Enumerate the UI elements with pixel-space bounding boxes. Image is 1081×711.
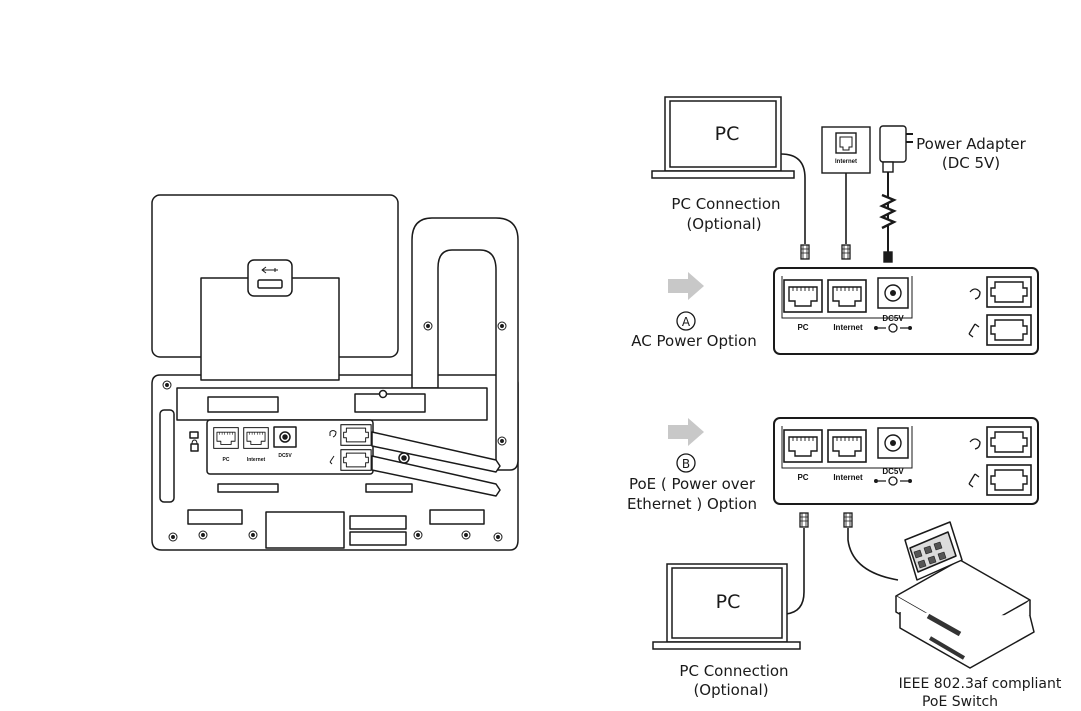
ac-internet-port bbox=[827, 279, 867, 313]
ac-headset-port bbox=[986, 276, 1032, 308]
poe-switch-icon bbox=[895, 521, 1035, 669]
ac-marker-circle bbox=[676, 311, 696, 331]
poe-option-label-2: Ethernet ) Option bbox=[627, 495, 757, 513]
usb-port bbox=[247, 259, 293, 297]
ac-marker-letter: A bbox=[682, 315, 691, 329]
ac-pc-cable bbox=[780, 153, 806, 244]
power-adapter-label-2: (DC 5V) bbox=[942, 154, 1000, 172]
poe-internet-port-label: Internet bbox=[833, 473, 863, 482]
handset-icon bbox=[968, 473, 980, 488]
poe-switch-label-1: IEEE 802.3af compliant bbox=[899, 676, 1062, 692]
poe-option-label-1: PoE ( Power over bbox=[629, 475, 756, 493]
ac-block-arrow bbox=[668, 272, 704, 300]
poe-pc-box-label: PC bbox=[716, 591, 741, 613]
rear-dc-port-label: DC5V bbox=[278, 453, 292, 459]
rear-pc-port-label: PC bbox=[223, 457, 230, 463]
pc-laptop-icon bbox=[652, 563, 801, 650]
ac-pc-connection-label-1: PC Connection bbox=[671, 195, 780, 213]
ac-power-option: PC PC Connection (Optional) Internet Pow… bbox=[631, 96, 1039, 355]
ac-pc-port bbox=[783, 279, 823, 313]
headset-icon bbox=[969, 438, 981, 450]
power-adapter-label-1: Power Adapter bbox=[916, 135, 1026, 153]
headset-icon bbox=[969, 288, 981, 300]
poe-marker-letter: B bbox=[682, 457, 690, 471]
ac-option-label: AC Power Option bbox=[631, 332, 756, 350]
ac-pc-port-label: PC bbox=[797, 323, 808, 332]
ac-pc-connection-label-2: (Optional) bbox=[686, 215, 761, 233]
poe-option: B PoE ( Power over Ethernet ) Option PC … bbox=[627, 417, 1062, 710]
poe-marker-circle bbox=[676, 453, 696, 473]
wall-jack-label: Internet bbox=[835, 159, 857, 165]
poe-pc-cable bbox=[785, 528, 805, 615]
ac-pc-box-label: PC bbox=[715, 123, 740, 145]
poe-switch-cable bbox=[847, 528, 899, 581]
poe-headset-port bbox=[986, 426, 1032, 458]
pc-laptop-icon bbox=[651, 96, 795, 179]
poe-pc-connection-label-1: PC Connection bbox=[679, 662, 788, 680]
poe-dc-port-label: DC5V bbox=[882, 467, 904, 476]
poe-pc-port-label: PC bbox=[797, 473, 808, 482]
handset-cradle bbox=[411, 217, 519, 471]
phone-rear-view bbox=[151, 194, 519, 551]
rear-internet-port-label: Internet bbox=[247, 457, 266, 463]
poe-handset-port bbox=[986, 464, 1032, 496]
ac-dc-port-label: DC5V bbox=[882, 314, 904, 323]
poe-pc-connection-label-2: (Optional) bbox=[693, 681, 768, 699]
handset-icon bbox=[968, 323, 980, 338]
poe-pc-port bbox=[783, 429, 823, 463]
poe-internet-port bbox=[827, 429, 867, 463]
poe-switch-label-2: PoE Switch bbox=[922, 694, 998, 710]
poe-block-arrow bbox=[668, 418, 704, 446]
power-adapter-icon bbox=[879, 125, 913, 263]
ac-handset-port bbox=[986, 314, 1032, 346]
internet-wall-jack-icon bbox=[821, 126, 871, 174]
ac-internet-port-label: Internet bbox=[833, 323, 863, 332]
